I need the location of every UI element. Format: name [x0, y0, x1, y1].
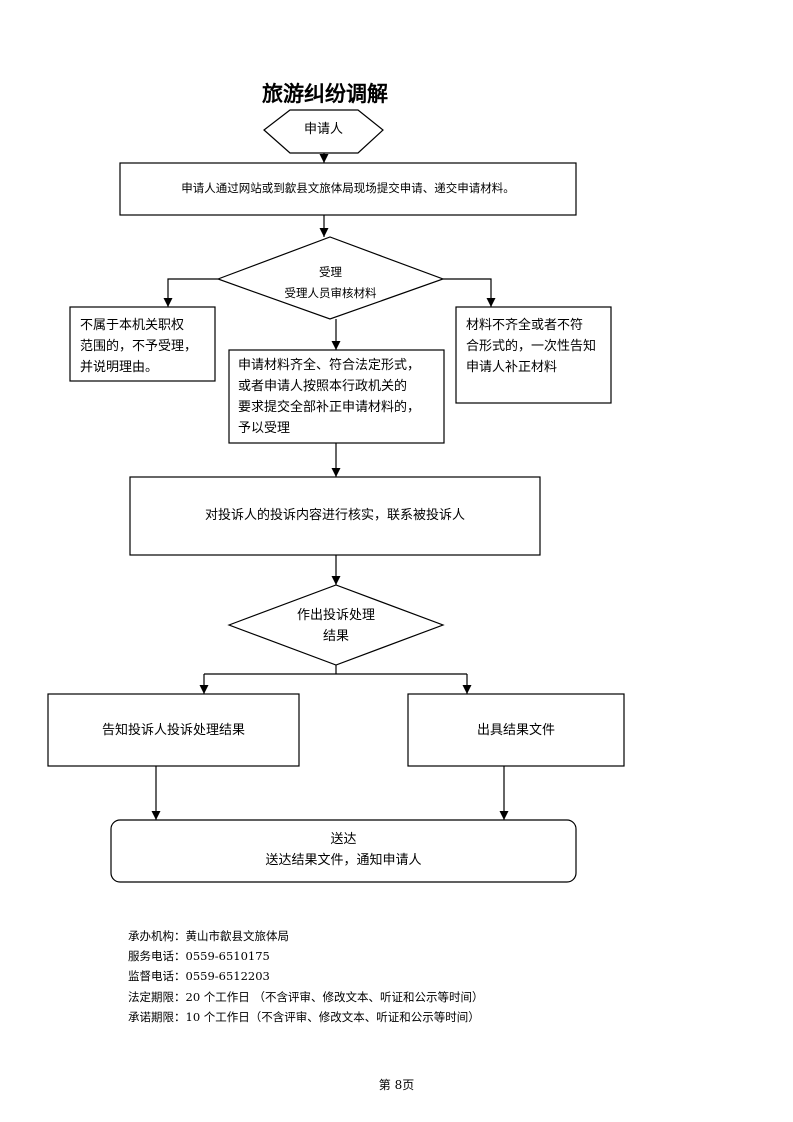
incomplete-label: 材料不齐全或者不符 合形式的，一次性告知 申请人补正材料	[466, 315, 611, 378]
service-phone-text: 服务电话：0559-6510175	[128, 949, 270, 964]
not-in-scope-line: 不属于本机关职权	[80, 318, 185, 333]
delivery-label: 送达 送达结果文件，通知申请人	[111, 829, 576, 871]
delivery-line: 送达结果文件，通知申请人	[265, 853, 422, 868]
applicant-label: 申请人	[303, 122, 343, 137]
not-in-scope-label: 不属于本机关职权 范围的，不予受理， 并说明理由。	[80, 315, 215, 378]
incomplete-box	[455, 306, 612, 404]
page-title: 旅游纠纷调解	[262, 82, 388, 106]
submit-step-label: 申请人通过网站或到歙县文旅体局现场提交申请、递交申请材料。	[181, 181, 515, 195]
organization-text: 承办机构：黄山市歙县文旅体局	[128, 929, 289, 943]
verify-step-label: 对投诉人的投诉内容进行核实，联系被投诉人	[204, 508, 465, 523]
statutory-period-text: 法定期限：20 个工作日 （不含评审、修改文本、听证和公示等时间）	[128, 989, 484, 1004]
incomplete-line: 材料不齐全或者不符	[466, 318, 584, 333]
accepted-line: 申请材料齐全、符合法定形式，	[238, 358, 421, 373]
notify-complainant-box	[47, 693, 300, 767]
submit-step-box	[119, 162, 577, 216]
accepted-line: 或者申请人按照本行政机关的	[238, 379, 408, 394]
review-decision-label: 受理 受理人员审核材料	[218, 262, 443, 304]
not-in-scope-line: 并说明理由。	[80, 360, 159, 375]
incomplete-line: 合形式的，一次性告知	[466, 339, 597, 354]
accepted-line: 要求提交全部补正申请材料的，	[238, 400, 421, 415]
service-info: 承办机构：黄山市歙县文旅体局 服务电话：0559-6510175 监督电话：05…	[128, 926, 483, 1027]
connector-arrow	[163, 278, 218, 307]
notify-complainant-label: 告知投诉人投诉处理结果	[101, 723, 245, 738]
accepted-label: 申请材料齐全、符合法定形式， 或者申请人按照本行政机关的 要求提交全部补正申请材…	[238, 355, 443, 439]
delivery-line: 送达	[330, 832, 357, 847]
page-number: 第 8页	[378, 1078, 415, 1092]
result-decision-line: 结果	[322, 629, 349, 644]
result-decision-diamond	[227, 584, 445, 666]
verify-step-box	[129, 476, 541, 556]
result-decision-line: 作出投诉处理	[296, 608, 375, 623]
review-decision-line: 受理	[319, 265, 342, 279]
connector-arrow	[443, 278, 496, 307]
applicant-hexagon	[263, 109, 384, 154]
result-decision-label: 作出投诉处理 结果	[229, 605, 443, 647]
supervision-phone-text: 监督电话：0559-6512203	[128, 969, 270, 984]
issue-document-label: 出具结果文件	[476, 723, 555, 738]
not-in-scope-box	[69, 306, 216, 382]
accepted-line: 予以受理	[238, 421, 291, 436]
issue-document-box	[407, 693, 625, 767]
promised-period-text: 承诺期限：10 个工作日（不含评审、修改文本、听证和公示等时间）	[128, 1009, 480, 1024]
not-in-scope-line: 范围的，不予受理，	[80, 339, 198, 354]
review-decision-line: 受理人员审核材料	[284, 286, 377, 300]
delivery-box	[110, 819, 577, 883]
incomplete-line: 申请人补正材料	[466, 360, 558, 375]
